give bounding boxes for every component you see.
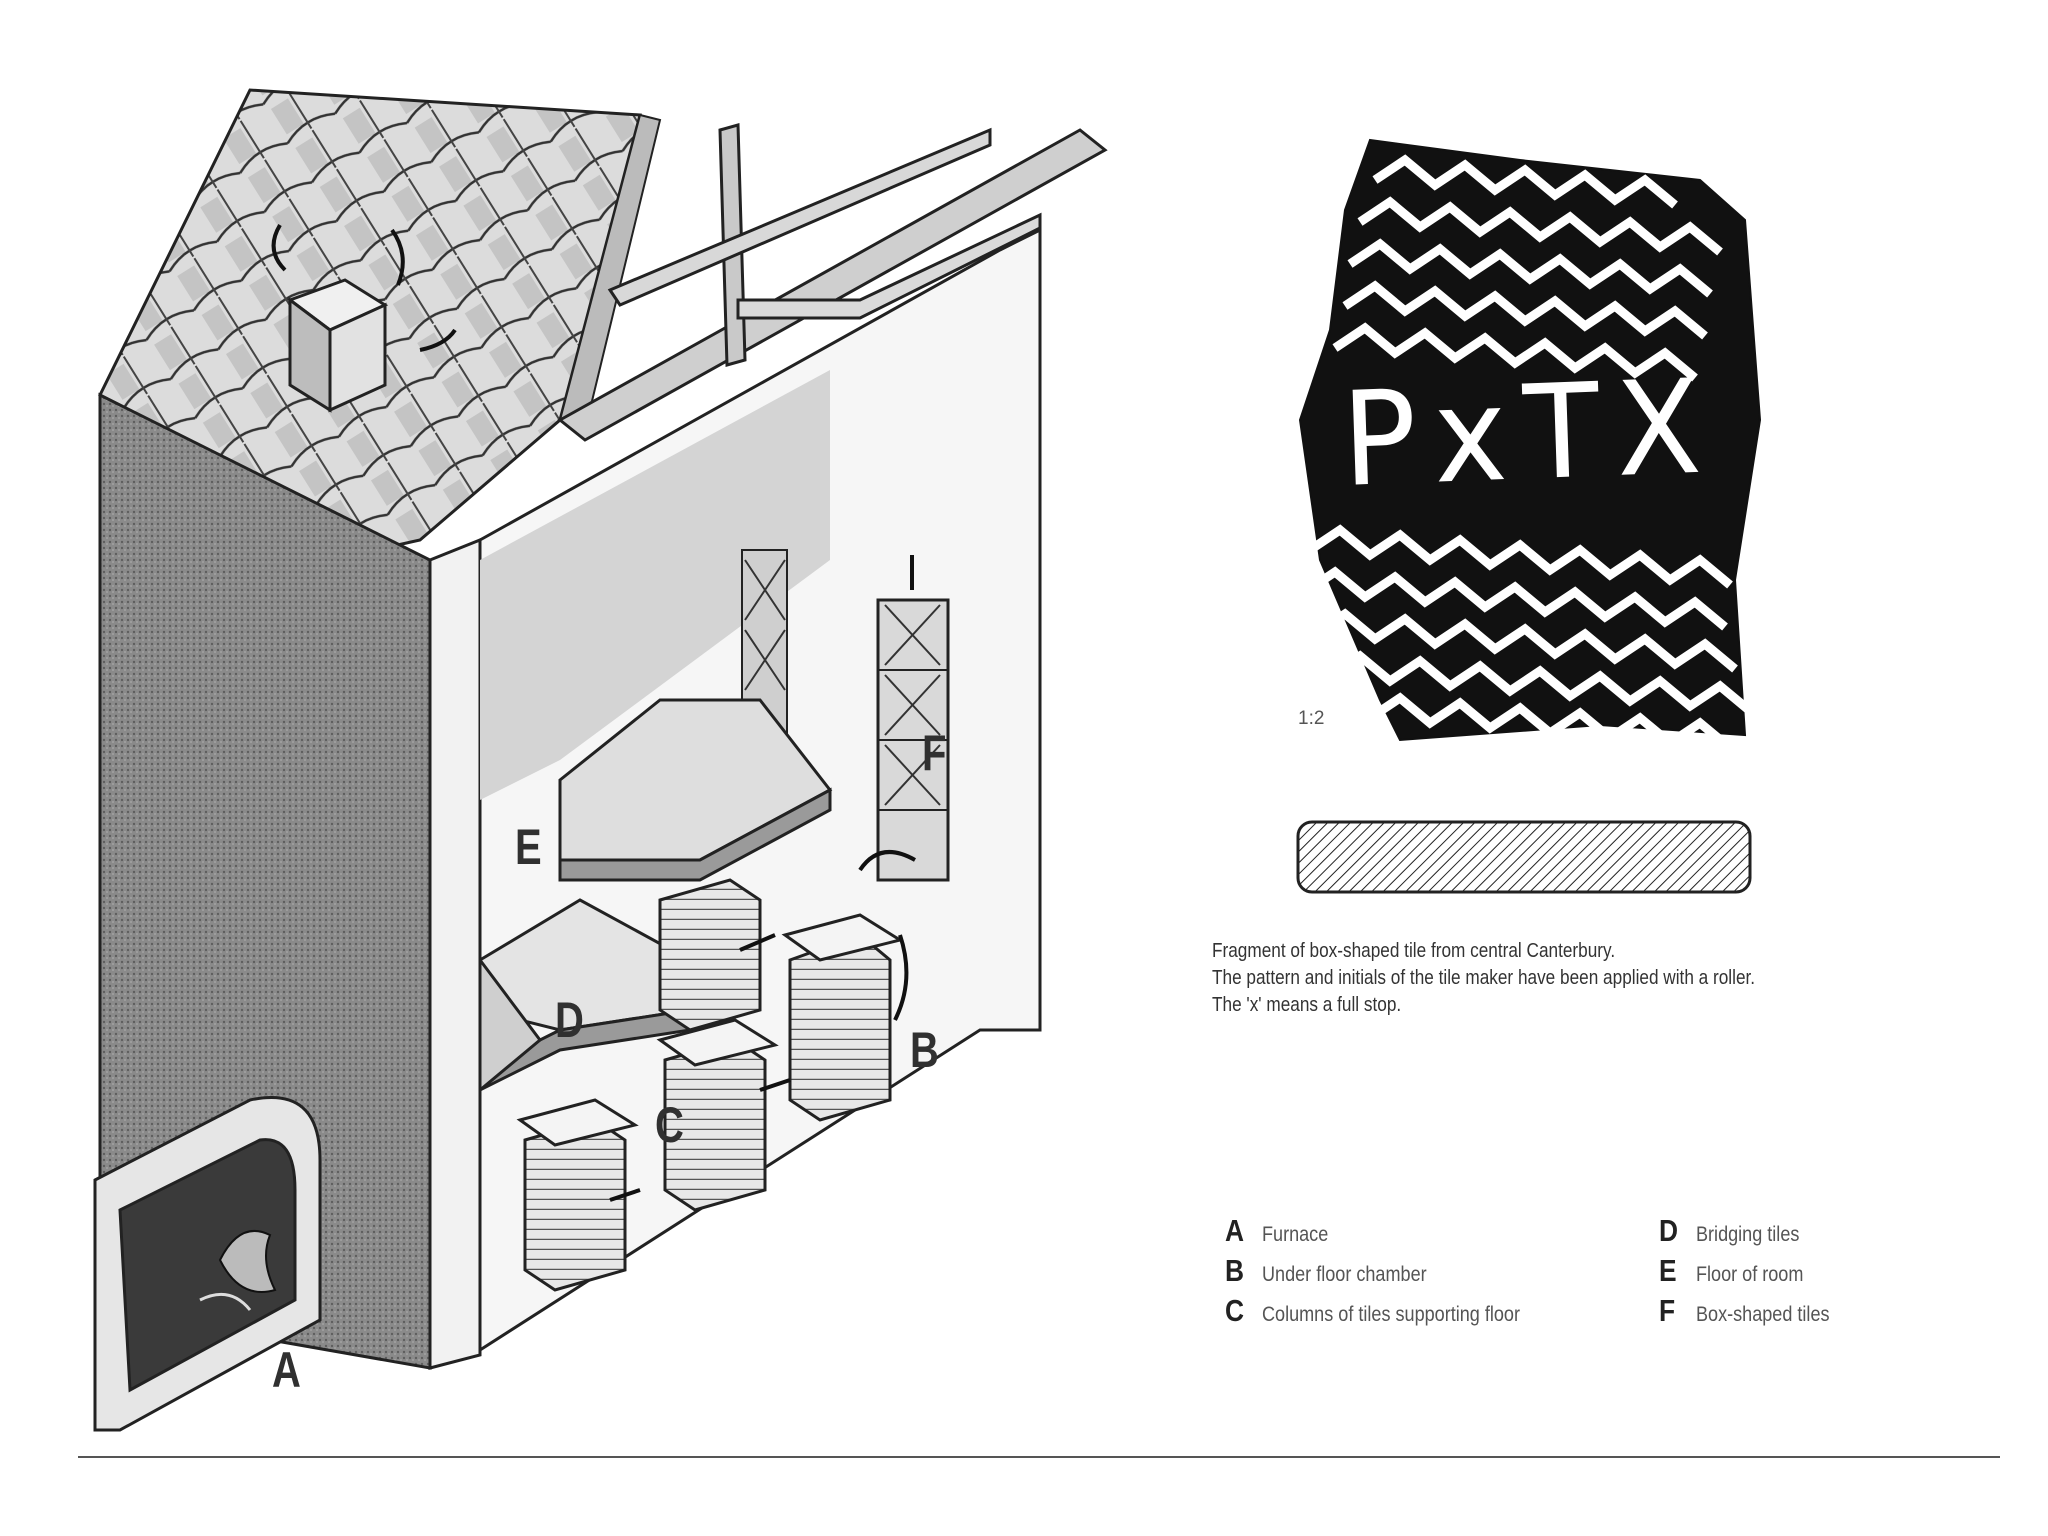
legend-item: A Furnace — [1222, 1213, 1562, 1253]
wall-end — [428, 537, 482, 1370]
tile-inscription: PxTX — [1339, 350, 1721, 516]
rafters — [557, 123, 1108, 442]
roof-vent — [271, 223, 457, 413]
legend-label: Bridging tiles — [1696, 1223, 1800, 1246]
label-c: C — [655, 1097, 684, 1153]
legend-item: C Columns of tiles supporting floor — [1222, 1293, 1562, 1333]
back-wall-shadow — [480, 370, 830, 800]
caption-line: The 'x' means a full stop. — [1212, 994, 1402, 1016]
scale-label: 1:2 — [1298, 708, 1325, 729]
zigzag-pattern — [1302, 154, 1753, 752]
tile-cross-section — [1296, 820, 1752, 894]
label-e: E — [515, 819, 542, 875]
horizontal-rule — [78, 1456, 2000, 1458]
legend-item: E Floor of room — [1656, 1253, 1851, 1293]
label-b: B — [910, 1022, 939, 1078]
legend-letter: E — [1659, 1253, 1677, 1288]
tile-fragment — [1298, 138, 1762, 752]
legend-label: Box-shaped tiles — [1696, 1303, 1830, 1326]
caption-line: The pattern and initials of the tile mak… — [1212, 967, 1756, 989]
legend-letter: B — [1225, 1253, 1245, 1288]
legend-label: Columns of tiles supporting floor — [1262, 1303, 1520, 1326]
legend-letter: D — [1659, 1213, 1679, 1248]
legend-item: B Under floor chamber — [1222, 1253, 1562, 1293]
legend-letter: A — [1225, 1213, 1245, 1248]
figure-caption: Fragment of box-shaped tile from central… — [1212, 938, 1883, 1019]
label-a: A — [272, 1342, 301, 1398]
legend-right: D Bridging tiles E Floor of room F Box-s… — [1656, 1213, 1851, 1333]
legend-item: F Box-shaped tiles — [1656, 1293, 1851, 1333]
caption-line: Fragment of box-shaped tile from central… — [1212, 940, 1616, 962]
tile-columns — [516, 878, 904, 1292]
flow-arrows — [609, 850, 916, 1202]
legend-left: A Furnace B Under floor chamber C Column… — [1222, 1213, 1562, 1333]
legend-letter: F — [1659, 1293, 1676, 1328]
furnace — [93, 1096, 322, 1432]
roof — [98, 88, 662, 562]
legend-letter: C — [1225, 1293, 1245, 1328]
legend-label: Floor of room — [1696, 1263, 1804, 1286]
legend-label: Under floor chamber — [1262, 1263, 1427, 1286]
legend-label: Furnace — [1262, 1223, 1329, 1246]
label-d: D — [555, 992, 584, 1048]
legend-item: D Bridging tiles — [1656, 1213, 1851, 1253]
floor-slabs — [478, 698, 833, 1094]
label-f: F — [922, 725, 947, 781]
